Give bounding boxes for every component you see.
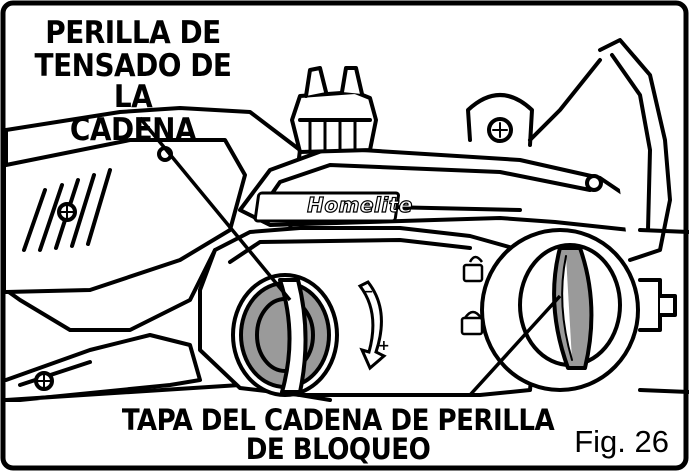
lock-knob-callout: TAPA DEL CADENA DE PERILLA DE BLOQUEO [118, 406, 558, 464]
tension-knob-callout: PERILLA DE TENSADO DE LA CADENA [14, 18, 252, 148]
lock-knob-callout-line-1: TAPA DEL CADENA DE PERILLA [121, 403, 555, 437]
unlock-padlock-icon [462, 255, 484, 283]
figure-label: Fig. 26 [574, 424, 669, 459]
lock-knob-leader-line [468, 294, 562, 397]
tension-knob-callout-line-2: TENSADO DE LA [34, 48, 232, 115]
logo-plate [253, 191, 400, 223]
svg-text:−: − [362, 284, 374, 300]
tension-knob-callout-line-1: PERILLA DE [45, 15, 221, 51]
tension-knob-leader-line [138, 116, 292, 302]
tension-knob-callout-line-3: CADENA [69, 112, 197, 148]
lock-knob-callout-line-2: DE BLOQUEO [245, 432, 431, 466]
svg-text:+: + [378, 338, 390, 354]
brand-logo: Homelite [307, 192, 413, 217]
lock-padlock-icon [460, 310, 484, 336]
curved-arrow-minus-plus-icon: − + [357, 280, 390, 371]
